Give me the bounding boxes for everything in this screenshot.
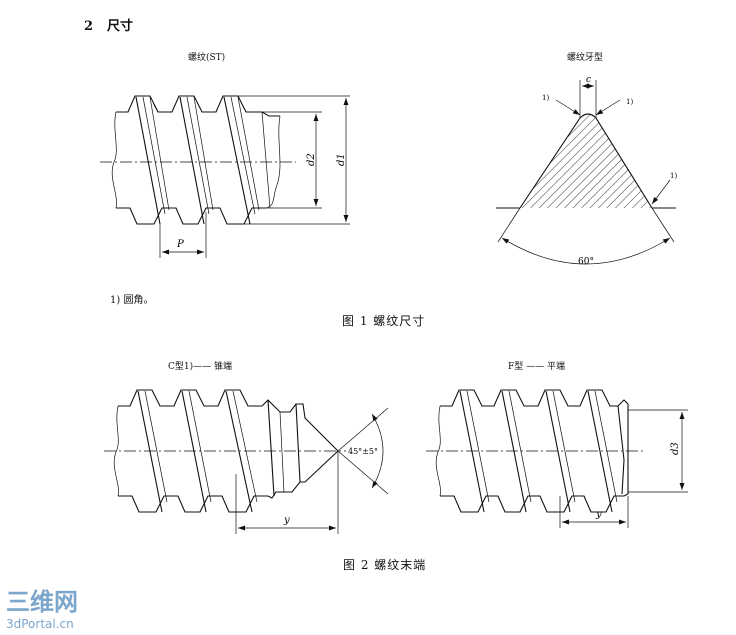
angle-60-arc bbox=[501, 237, 671, 265]
type-c-drawing bbox=[104, 389, 389, 534]
section-number: 2 bbox=[84, 19, 94, 34]
note-ref-right: 1) bbox=[626, 98, 633, 106]
type-c-title: C型1)—— 锥端 bbox=[168, 362, 232, 372]
type-f-drawing bbox=[426, 389, 688, 528]
thread-st-break-line bbox=[111, 111, 117, 209]
thread-st-drawing bbox=[100, 95, 350, 258]
type-f-flanks bbox=[459, 390, 618, 513]
thread-st-title: 螺纹(ST) bbox=[188, 53, 226, 63]
type-c-bottom-profile bbox=[118, 450, 339, 513]
footnote: 1) 圆角。 bbox=[110, 295, 154, 306]
type-f-bottom-profile bbox=[440, 493, 629, 513]
thread-st-flanks bbox=[135, 96, 271, 225]
section-title: 尺寸 bbox=[107, 19, 134, 34]
thread-st-end-line bbox=[265, 115, 281, 209]
dim-y-f-label: y bbox=[595, 509, 602, 520]
angle-45-label: 45°±5° bbox=[348, 447, 378, 456]
thread-profile-title: 螺纹牙型 bbox=[567, 53, 604, 63]
dim-d3-label: d3 bbox=[670, 442, 681, 455]
type-f-title: F型 —— 平端 bbox=[508, 362, 565, 372]
watermark-logo-text: 三维网 bbox=[6, 588, 78, 616]
type-f-top-profile bbox=[440, 389, 629, 407]
figure1-caption: 图 1 螺纹尺寸 bbox=[342, 314, 426, 328]
type-c-flanks bbox=[137, 390, 301, 513]
thread-st-top-profile bbox=[116, 95, 280, 117]
section-heading: 2 尺寸 bbox=[84, 20, 147, 33]
thread-profile-drawing bbox=[496, 80, 676, 265]
figure2-caption: 图 2 螺纹末端 bbox=[343, 558, 427, 572]
watermark-url: 3dPortal.cn bbox=[6, 617, 74, 631]
thread-st-bottom-profile bbox=[116, 207, 266, 225]
note-ref-root: 1) bbox=[670, 172, 677, 180]
dim-y-c-label: y bbox=[283, 515, 290, 526]
note-ref-left: 1) bbox=[542, 94, 549, 102]
watermark-logo: 三维网 3dPortal.cn bbox=[6, 588, 78, 631]
dim-c-label: c bbox=[586, 75, 591, 85]
type-c-top-profile bbox=[118, 389, 339, 452]
dim-d1-label: d1 bbox=[336, 153, 347, 166]
angle-60-label: 60° bbox=[578, 257, 594, 267]
profile-hatched-area bbox=[520, 114, 652, 208]
angle-45-arc bbox=[371, 413, 384, 489]
dim-d2-label: d2 bbox=[306, 153, 317, 166]
dim-P-label: P bbox=[176, 239, 184, 250]
